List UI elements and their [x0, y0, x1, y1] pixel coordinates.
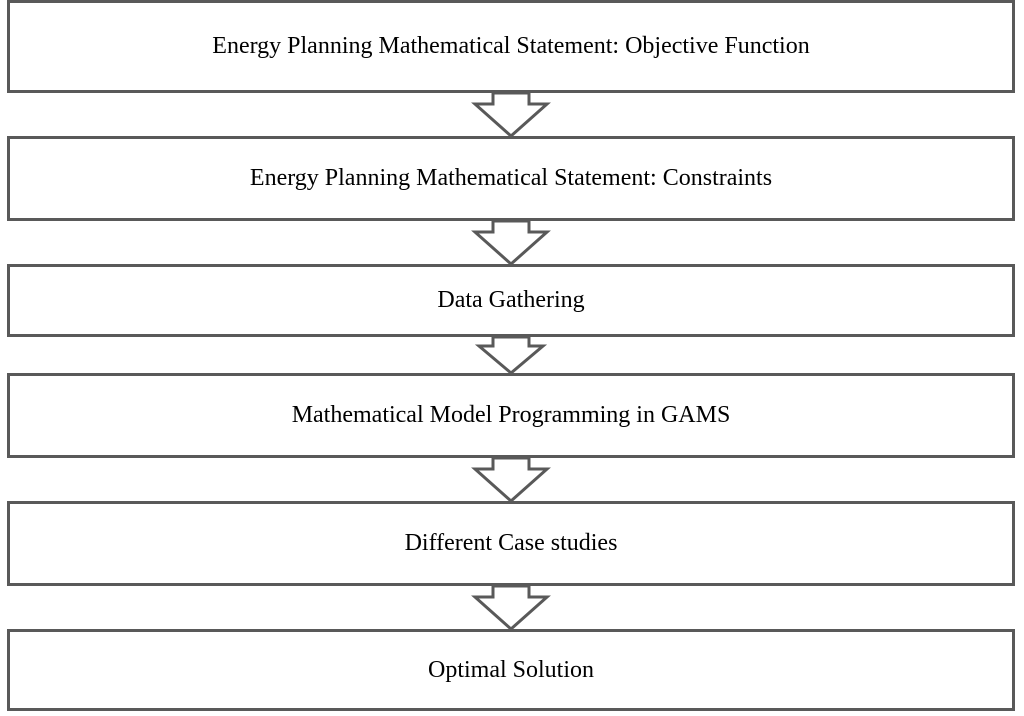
step-label: Different Case studies: [404, 530, 618, 556]
down-arrow-icon: [471, 456, 551, 504]
step-label: Mathematical Model Programming in GAMS: [291, 402, 731, 428]
step-box-constraints: Energy Planning Mathematical Statement: …: [7, 136, 1015, 221]
down-arrow-icon: [471, 91, 551, 139]
down-arrow-icon: [474, 335, 548, 375]
step-label: Data Gathering: [437, 287, 585, 313]
step-box-optimal-solution: Optimal Solution: [7, 629, 1015, 711]
step-box-model-programming: Mathematical Model Programming in GAMS: [7, 373, 1015, 458]
step-box-objective-function: Energy Planning Mathematical Statement: …: [7, 0, 1015, 93]
step-label: Energy Planning Mathematical Statement: …: [249, 165, 773, 191]
step-label: Energy Planning Mathematical Statement: …: [212, 33, 810, 59]
step-label: Optimal Solution: [427, 656, 594, 683]
down-arrow-icon: [471, 584, 551, 632]
step-box-data-gathering: Data Gathering: [7, 264, 1015, 337]
down-arrow-icon: [471, 219, 551, 267]
step-box-case-studies: Different Case studies: [7, 501, 1015, 586]
